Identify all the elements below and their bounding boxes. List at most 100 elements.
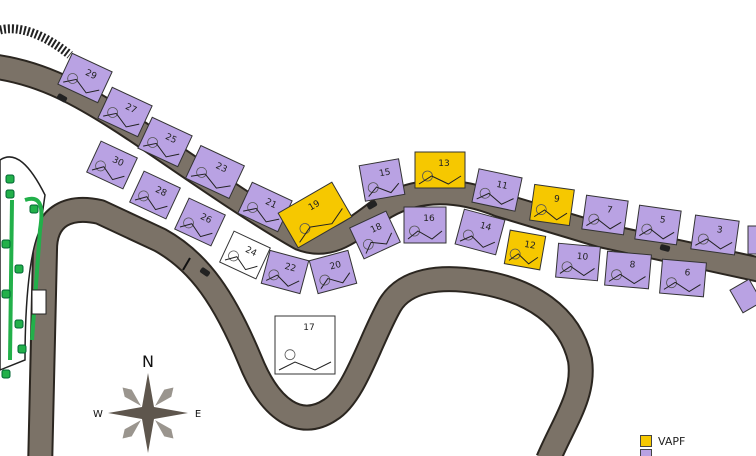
tree-icon (29, 204, 39, 214)
pool-icon (367, 182, 379, 194)
plot-6: 6 (659, 258, 707, 298)
plot-outline (659, 258, 707, 298)
terrace-lines (179, 223, 213, 238)
plot-outline (86, 140, 138, 190)
tree-icon (1, 289, 11, 299)
plot-20: 20 (308, 249, 358, 295)
car-icon (366, 200, 378, 210)
tree-icon (14, 264, 24, 274)
plot-number: 17 (303, 323, 314, 333)
legend-item-vapf: VAPF (640, 434, 685, 448)
terrace-lines (320, 272, 351, 289)
plot-outline (219, 230, 271, 280)
plot-outline (358, 158, 406, 202)
car-icon (199, 267, 211, 277)
compass-west-label: W (93, 409, 103, 420)
plot-14: 14 (454, 208, 506, 256)
plot-outline (555, 242, 601, 282)
pool-icon (535, 204, 547, 215)
hedge (24, 196, 44, 341)
terrace-lines (243, 207, 280, 223)
terrace-lines (476, 192, 514, 205)
plot-3: 3 (690, 214, 740, 256)
pool-icon (299, 223, 311, 234)
plot-outline (690, 214, 740, 256)
plot-10: 10 (555, 242, 601, 282)
compass-ray (122, 420, 141, 439)
terrace-lines (695, 238, 733, 250)
plot-number: 21 (263, 197, 278, 211)
plot-outline (260, 249, 310, 295)
tree-icon (17, 344, 27, 354)
compass-north-label: N (142, 352, 154, 371)
compass-ray (155, 387, 174, 406)
pool-icon (284, 349, 296, 361)
plot-23: 23 (184, 144, 246, 200)
plot-number: 7 (606, 205, 613, 216)
plot-number: 24 (243, 245, 258, 259)
plot-number: 18 (369, 222, 384, 236)
plot-number: 25 (163, 132, 178, 146)
terrace-lines (508, 253, 539, 265)
plot-27: 27 (97, 86, 153, 138)
car-icon (659, 244, 671, 252)
terrace-lines (224, 256, 258, 271)
plot-16: 16 (403, 206, 447, 244)
terrace-lines (559, 265, 595, 277)
plot-7: 7 (581, 194, 629, 236)
plot-number: 29 (83, 68, 98, 82)
terrace-lines (63, 78, 100, 94)
car-icon (56, 93, 68, 103)
plot-number: 28 (153, 185, 168, 199)
tree-icon (14, 319, 24, 329)
plot-outline (581, 194, 629, 236)
barrier-gate (182, 257, 191, 271)
plot-26: 26 (174, 197, 226, 247)
plot-outline (184, 144, 246, 200)
compass-ray (122, 387, 141, 406)
tree-icon (1, 369, 11, 379)
plot-number: 9 (553, 194, 560, 205)
terrace-lines (134, 196, 168, 211)
plot-number: 5 (659, 215, 666, 226)
plot-number: 30 (110, 155, 125, 169)
terrace-lines (459, 235, 496, 248)
pool-icon (509, 248, 521, 260)
plot-number: 11 (495, 180, 508, 192)
plot-12: 12 (503, 229, 547, 271)
terrace-lines (639, 228, 675, 240)
plot-13: 13 (414, 151, 466, 189)
plot-number: 15 (378, 167, 391, 179)
terrace-lines (91, 166, 125, 181)
plot-number: 16 (423, 214, 435, 224)
terrace-lines (586, 218, 622, 230)
tree-icon (5, 174, 15, 184)
terrace-lines (365, 232, 393, 254)
plot-outline (274, 315, 336, 375)
plot-outline (129, 170, 181, 220)
plot-29: 29 (57, 52, 113, 104)
plot-24: 24 (219, 230, 271, 280)
terrace-lines (407, 230, 443, 240)
plot-28: 28 (129, 170, 181, 220)
terrace-lines (103, 112, 140, 128)
plot-number: 27 (123, 102, 138, 116)
plot-number: 12 (523, 240, 536, 252)
tree-icon (5, 189, 15, 199)
plot-outline (634, 204, 682, 246)
terrace-lines (278, 361, 332, 371)
parking-area (31, 289, 47, 315)
plot-outline (414, 151, 466, 189)
terrace-lines (299, 208, 343, 243)
legend-label: VAPF (658, 434, 686, 448)
plot-5: 5 (634, 204, 682, 246)
compass-star (108, 373, 188, 453)
hedge (8, 199, 14, 361)
terrace-lines (143, 142, 180, 158)
plot-number: 14 (479, 221, 493, 234)
plot-number: 3 (716, 225, 723, 236)
terrace-lines (418, 175, 462, 185)
